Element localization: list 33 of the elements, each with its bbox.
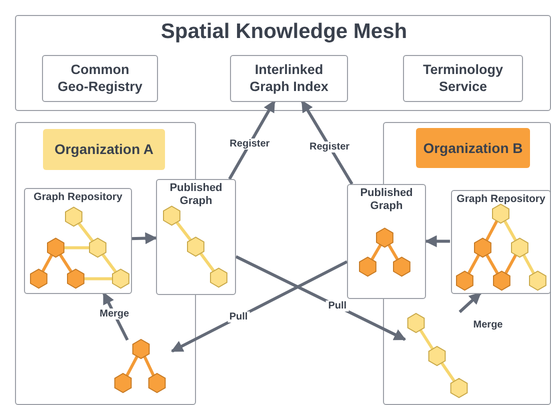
node-label: Terminology Service	[422, 62, 504, 95]
node-label: Graph Repository	[456, 193, 546, 206]
graph-box	[451, 190, 551, 294]
node-label: Graph Repository	[34, 191, 122, 204]
node-label: Organization A	[54, 141, 154, 158]
arrow	[424, 235, 450, 248]
node-label: Published Graph	[168, 182, 224, 208]
organization-label	[416, 128, 530, 168]
arrow	[235, 255, 406, 341]
arrow	[228, 100, 276, 180]
container-panel	[15, 15, 551, 111]
graph-box	[156, 179, 236, 295]
edge-label: Pull	[227, 312, 250, 323]
node-label: Published Graph	[359, 187, 414, 214]
arrow	[130, 232, 158, 244]
process-box	[230, 55, 348, 102]
edge-label: Register	[308, 141, 352, 152]
arrow	[458, 292, 482, 314]
organization-label	[43, 129, 165, 170]
edge-label: Merge	[471, 319, 505, 330]
diagram-heading: Spatial Knowledge Mesh	[160, 19, 408, 44]
process-box	[42, 55, 158, 102]
graph-box	[347, 184, 426, 299]
node-label: Common Geo-Registry	[56, 62, 144, 95]
node-label: Interlinked Graph Index	[248, 62, 330, 95]
node-label: Organization B	[423, 140, 523, 156]
edge-label: Register	[228, 138, 272, 150]
arrow	[300, 100, 354, 185]
process-box	[403, 55, 523, 102]
graph-box	[24, 188, 132, 294]
edge-label: Merge	[98, 308, 132, 320]
edge-label: Pull	[326, 300, 349, 312]
arrow	[170, 260, 348, 353]
